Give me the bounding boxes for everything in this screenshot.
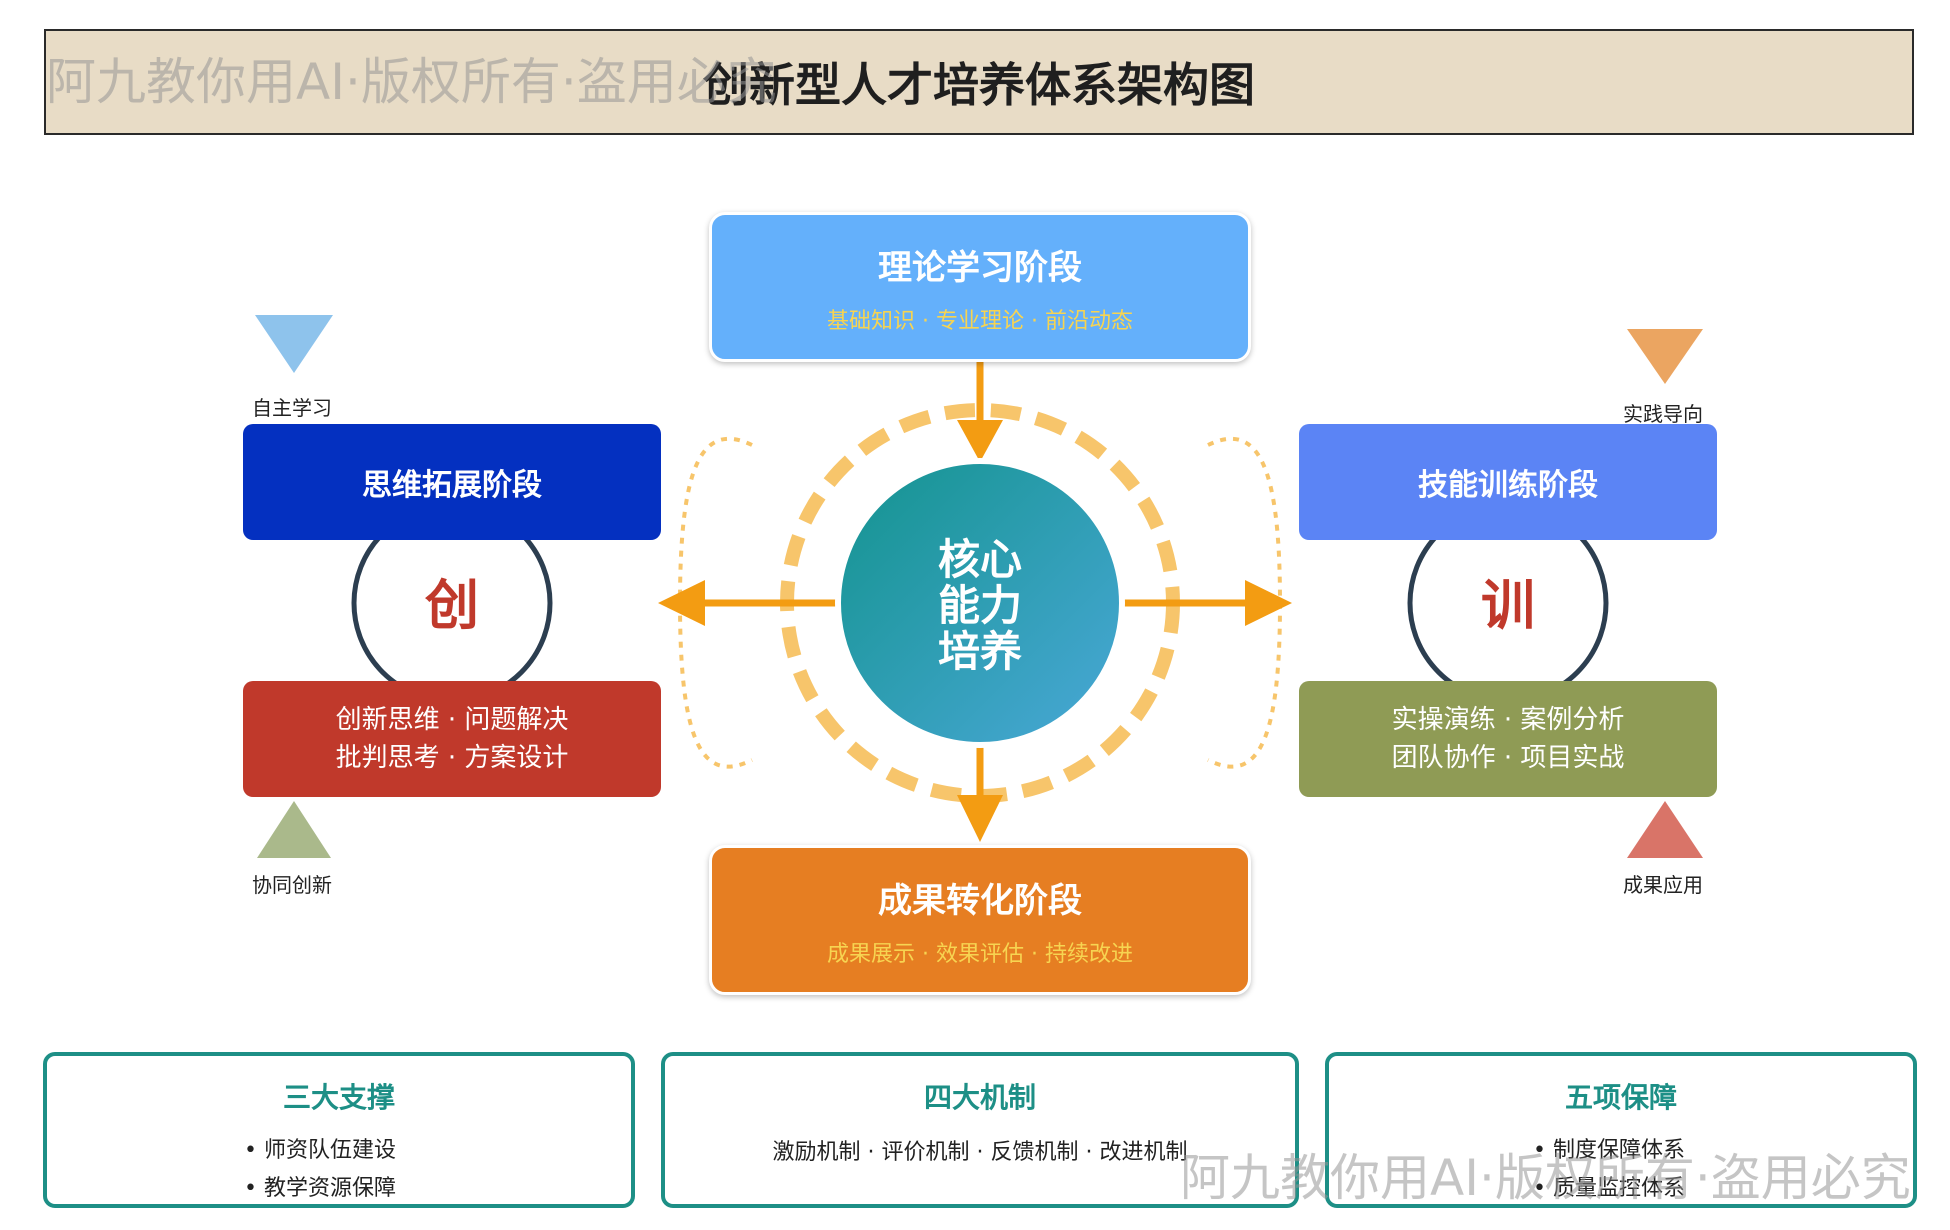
triangle-up-red xyxy=(1627,801,1703,858)
thinking-details-box: 创新思维 · 问题解决 批判思考 · 方案设计 xyxy=(243,681,661,797)
arrow-down-top-head xyxy=(957,420,1003,462)
core-circle xyxy=(835,458,1125,748)
support-box-3-item-1: • 制度保障体系 xyxy=(1533,1138,1685,1163)
page-title: 创新型人才培养体系架构图 xyxy=(703,58,1255,112)
triangle-down-blue xyxy=(255,315,333,373)
core-line-3: 培养 xyxy=(937,627,1022,676)
skill-detail-1: 实操演练 · 案例分析 xyxy=(1391,705,1625,735)
result-stage-box: 成果转化阶段 成果展示 · 效果评估 · 持续改进 xyxy=(709,845,1251,995)
skill-stage-header: 技能训练阶段 xyxy=(1299,424,1717,540)
triangle-up-green xyxy=(257,801,331,858)
skill-detail-2: 团队协作 · 项目实战 xyxy=(1391,743,1625,773)
thinking-symbol: 创 xyxy=(425,573,479,637)
support-box-3-title: 五项保障 xyxy=(1564,1081,1677,1114)
thinking-stage-header: 思维拓展阶段 xyxy=(243,424,661,540)
watermark-top: 阿九教你用AI·版权所有·盗用必究 xyxy=(46,53,777,111)
result-stage-subtitle: 成果展示 · 效果评估 · 持续改进 xyxy=(827,941,1133,967)
thinking-detail-2: 批判思考 · 方案设计 xyxy=(335,743,569,773)
theory-stage-subtitle: 基础知识 · 专业理论 · 前沿动态 xyxy=(827,308,1133,334)
support-box-3-item-2: • 质量监控体系 xyxy=(1533,1176,1685,1201)
marker-label-practice: 实践导向 xyxy=(1623,402,1703,426)
theory-stage-box: 理论学习阶段 基础知识 · 专业理论 · 前沿动态 xyxy=(709,212,1251,362)
thinking-stage-title: 思维拓展阶段 xyxy=(362,468,542,503)
marker-label-apply: 成果应用 xyxy=(1623,873,1703,897)
thinking-detail-1: 创新思维 · 问题解决 xyxy=(335,705,569,735)
watermark-bottom: 阿九教你用AI·版权所有·盗用必究 xyxy=(1180,1149,1911,1207)
support-box-1-item-1: • 师资队伍建设 xyxy=(244,1138,396,1163)
support-box-2-title: 四大机制 xyxy=(923,1081,1036,1114)
arrow-down-bottom-head xyxy=(957,795,1003,842)
support-box-1-title: 三大支撑 xyxy=(282,1081,395,1114)
core-line-2: 能力 xyxy=(937,581,1022,630)
core-label: 核心 能力 培养 xyxy=(880,537,1080,675)
arrow-right-head xyxy=(1245,580,1292,626)
arrow-left-head xyxy=(658,580,705,626)
skill-details-box: 实操演练 · 案例分析 团队协作 · 项目实战 xyxy=(1299,681,1717,797)
marker-label-self-study: 自主学习 xyxy=(252,396,332,420)
title-bar: 创新型人才培养体系架构图 xyxy=(44,29,1914,135)
support-box-2-item-1: 激励机制 · 评价机制 · 反馈机制 · 改进机制 xyxy=(772,1140,1188,1165)
skill-stage-title: 技能训练阶段 xyxy=(1418,468,1598,503)
support-box-1-item-2: • 教学资源保障 xyxy=(244,1176,396,1201)
support-box-2: 四大机制 激励机制 · 评价机制 · 反馈机制 · 改进机制 xyxy=(661,1052,1299,1208)
skill-symbol: 训 xyxy=(1481,573,1535,637)
theory-stage-title: 理论学习阶段 xyxy=(878,247,1082,288)
support-box-3: 五项保障 • 制度保障体系 • 质量监控体系 xyxy=(1325,1052,1917,1208)
core-line-1: 核心 xyxy=(937,535,1022,584)
triangle-down-orange xyxy=(1627,329,1703,384)
result-stage-title: 成果转化阶段 xyxy=(878,880,1082,921)
marker-label-collab: 协同创新 xyxy=(252,873,332,897)
support-box-1: 三大支撑 • 师资队伍建设 • 教学资源保障 xyxy=(43,1052,635,1208)
